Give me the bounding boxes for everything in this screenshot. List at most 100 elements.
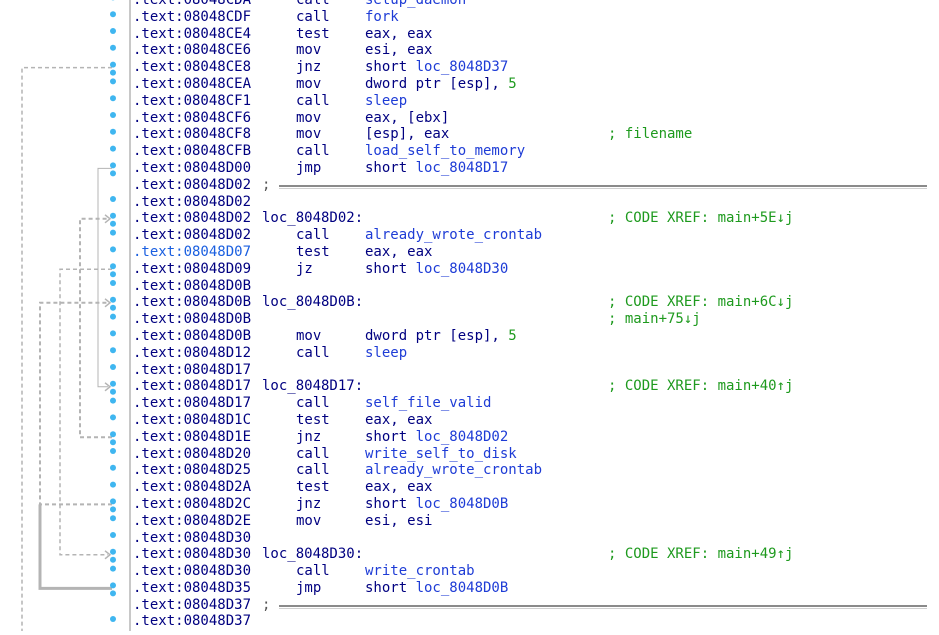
operand[interactable]: short loc_8048D30 <box>365 261 508 278</box>
mnemonic[interactable]: jnz <box>296 59 321 76</box>
address[interactable]: .text:08048D02 <box>133 210 251 227</box>
address[interactable]: .text:08048D35 <box>133 580 251 597</box>
mnemonic[interactable]: jmp <box>296 580 321 597</box>
address[interactable]: .text:08048CFB <box>133 143 251 160</box>
address[interactable]: .text:08048D12 <box>133 345 251 362</box>
comment[interactable]: ; filename <box>608 126 692 143</box>
listing-row[interactable]: .text:08048D12 call sleep <box>133 345 939 362</box>
mnemonic[interactable]: call <box>296 462 330 479</box>
mnemonic[interactable]: mov <box>296 76 321 93</box>
listing-row[interactable]: .text:08048D2A test eax, eax <box>133 479 939 496</box>
operand[interactable]: esi, eax <box>365 42 432 59</box>
address[interactable]: .text:08048CF6 <box>133 110 251 127</box>
operand[interactable]: sleep <box>365 345 407 362</box>
symbol-ref[interactable]: loc_8048D37 <box>416 59 509 75</box>
flow-line-jnz-loc_8048D0B[interactable] <box>40 303 112 505</box>
symbol-ref[interactable]: sleep <box>365 93 407 109</box>
symbol-ref[interactable]: loc_8048D30 <box>416 261 509 277</box>
listing-row[interactable]: .text:08048CDA call setup_daemon <box>133 0 939 9</box>
listing-row[interactable]: .text:08048D02 loc_8048D02: ; CODE XREF: m… <box>133 210 939 227</box>
address[interactable]: .text:08048D07 <box>133 244 251 261</box>
address[interactable]: .text:08048D00 <box>133 160 251 177</box>
mnemonic[interactable]: test <box>296 244 330 261</box>
address[interactable]: .text:08048CE6 <box>133 42 251 59</box>
mnemonic[interactable]: call <box>296 395 330 412</box>
mnemonic[interactable]: call <box>296 143 330 160</box>
mnemonic[interactable]: jz <box>296 261 313 278</box>
symbol-ref[interactable]: self_file_valid <box>365 395 491 411</box>
mnemonic[interactable]: test <box>296 479 330 496</box>
address[interactable]: .text:08048D0B <box>133 278 251 295</box>
code-label[interactable]: loc_8048D02: <box>262 210 363 227</box>
symbol-ref[interactable]: setup_daemon <box>365 0 466 8</box>
address[interactable]: .text:08048CE8 <box>133 59 251 76</box>
symbol-ref[interactable]: load_self_to_memory <box>365 143 525 159</box>
address[interactable]: .text:08048CDA <box>133 0 251 9</box>
address[interactable]: .text:08048D1E <box>133 429 251 446</box>
operand[interactable]: short loc_8048D02 <box>365 429 508 446</box>
comment[interactable]: ; main+75↓j <box>608 311 701 328</box>
listing-row[interactable]: .text:08048D17 <box>133 362 939 379</box>
address[interactable]: .text:08048D30 <box>133 563 251 580</box>
comment[interactable]: ; CODE XREF: main+40↑j <box>608 378 793 395</box>
mnemonic[interactable]: jmp <box>296 160 321 177</box>
mnemonic[interactable]: call <box>296 227 330 244</box>
flow-line-jnz-loc_8048D02[interactable] <box>80 219 112 437</box>
address[interactable]: .text:08048D20 <box>133 446 251 463</box>
address[interactable]: .text:08048D37 <box>133 613 251 630</box>
mnemonic[interactable]: jnz <box>296 429 321 446</box>
listing-row[interactable]: .text:08048D17 loc_8048D17: ; CODE XREF: m… <box>133 378 939 395</box>
operand[interactable]: short loc_8048D0B <box>365 580 508 597</box>
symbol-ref[interactable]: loc_8048D17 <box>416 160 509 176</box>
operand[interactable]: self_file_valid <box>365 395 491 412</box>
mnemonic[interactable]: mov <box>296 513 321 530</box>
listing-row[interactable]: .text:08048D37; <box>133 597 939 614</box>
address[interactable]: .text:08048D0B <box>133 328 251 345</box>
comment[interactable]: ; CODE XREF: main+49↑j <box>608 546 793 563</box>
pane-divider[interactable] <box>129 0 131 631</box>
listing-row[interactable]: .text:08048D0B <box>133 278 939 295</box>
address[interactable]: .text:08048D02 <box>133 177 251 194</box>
address[interactable]: .text:08048D0B <box>133 311 251 328</box>
listing-row[interactable]: .text:08048D30 <box>133 530 939 547</box>
address[interactable]: .text:08048D30 <box>133 530 251 547</box>
flow-line-jmp-loc_8048D17[interactable] <box>98 168 112 386</box>
operand[interactable]: eax, eax <box>365 479 432 496</box>
listing-row[interactable]: .text:08048CFB call load_self_to_memory <box>133 143 939 160</box>
symbol-ref[interactable]: sleep <box>365 345 407 361</box>
operand[interactable]: eax, [ebx] <box>365 110 449 127</box>
mnemonic[interactable]: call <box>296 0 330 9</box>
code-label[interactable]: loc_8048D30: <box>262 546 363 563</box>
address[interactable]: .text:08048D17 <box>133 378 251 395</box>
symbol-ref[interactable]: loc_8048D0B <box>416 496 509 512</box>
symbol-ref[interactable]: fork <box>365 9 399 25</box>
listing-row[interactable]: .text:08048D02 <box>133 194 939 211</box>
address[interactable]: .text:08048D25 <box>133 462 251 479</box>
comment[interactable]: ; CODE XREF: main+5E↓j <box>608 210 793 227</box>
operand[interactable]: load_self_to_memory <box>365 143 525 160</box>
mnemonic[interactable]: call <box>296 345 330 362</box>
address[interactable]: .text:08048D2C <box>133 496 251 513</box>
operand[interactable]: eax, eax <box>365 412 432 429</box>
address[interactable]: .text:08048D2A <box>133 479 251 496</box>
address[interactable]: .text:08048CDF <box>133 9 251 26</box>
symbol-ref[interactable]: write_crontab <box>365 563 475 579</box>
code-label[interactable]: loc_8048D17: <box>262 378 363 395</box>
operand[interactable]: sleep <box>365 93 407 110</box>
